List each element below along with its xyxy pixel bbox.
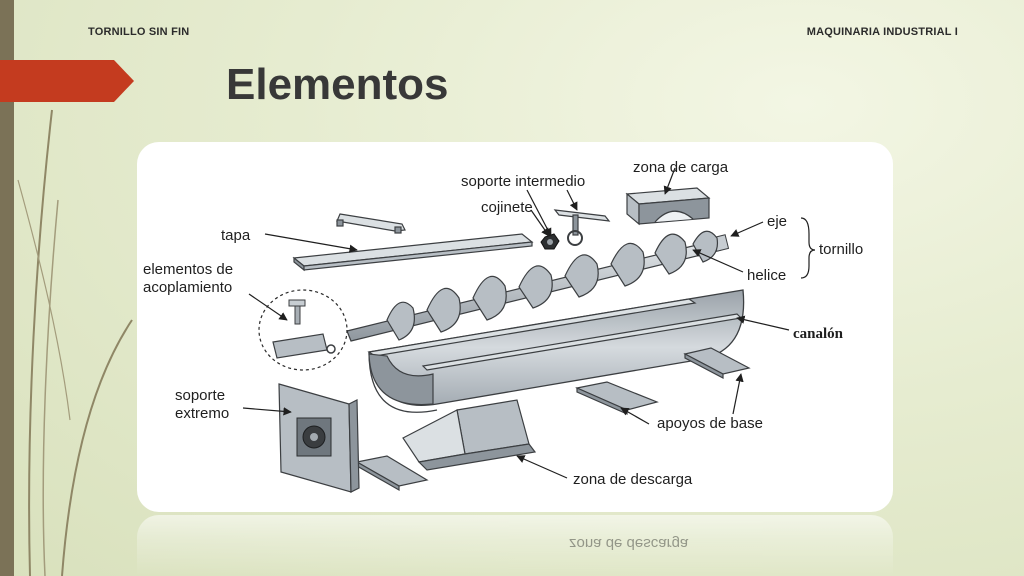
label-tapa: tapa bbox=[221, 227, 251, 244]
label-tornillo: tornillo bbox=[819, 241, 863, 258]
intermediate-hanger bbox=[553, 209, 611, 246]
label-zona-de-carga: zona de carga bbox=[633, 159, 729, 176]
cover-tapa bbox=[292, 233, 534, 272]
coupling-elements bbox=[258, 289, 348, 371]
label-zona-de-descarga: zona de descarga bbox=[573, 471, 693, 488]
label-canalon: canalón bbox=[793, 326, 844, 342]
bearing-cojinete bbox=[540, 233, 560, 250]
base-support-left bbox=[575, 381, 659, 415]
decorative-curves bbox=[17, 109, 133, 576]
discharge-chute bbox=[402, 399, 537, 471]
left-side-bar bbox=[0, 0, 14, 576]
label-acoplamiento: acoplamiento bbox=[143, 279, 232, 296]
top-bracket bbox=[336, 213, 406, 234]
end-plate bbox=[278, 383, 360, 493]
label-apoyos-de-base: apoyos de base bbox=[657, 415, 763, 432]
header-topic-label: TORNILLO SIN FIN bbox=[88, 26, 190, 38]
label-helice: helice bbox=[747, 267, 786, 284]
label-extremo: extremo bbox=[175, 405, 229, 422]
label-cojinete: cojinete bbox=[481, 199, 533, 216]
header-course-label: MAQUINARIA INDUSTRIAL I bbox=[806, 26, 958, 38]
slide-title: Elementos bbox=[226, 60, 449, 109]
screw-helix bbox=[386, 230, 719, 341]
diagram-panel: soporte intermedio zona de carga cojinet… bbox=[137, 142, 893, 512]
inlet-box bbox=[625, 187, 711, 226]
trough-canalon bbox=[367, 289, 745, 413]
screw-conveyor-diagram: soporte intermedio zona de carga cojinet… bbox=[143, 159, 863, 493]
label-soporte: soporte bbox=[175, 387, 225, 404]
label-eje: eje bbox=[767, 213, 787, 230]
base-support-right bbox=[683, 347, 751, 379]
label-elementos-de: elementos de bbox=[143, 261, 233, 278]
diagram-reflection: zona de descarga bbox=[137, 515, 893, 576]
base-support-lower bbox=[355, 455, 429, 492]
reflection-text: zona de descarga bbox=[569, 535, 689, 552]
accent-arrow bbox=[0, 60, 134, 102]
label-soporte-intermedio: soporte intermedio bbox=[461, 173, 585, 190]
